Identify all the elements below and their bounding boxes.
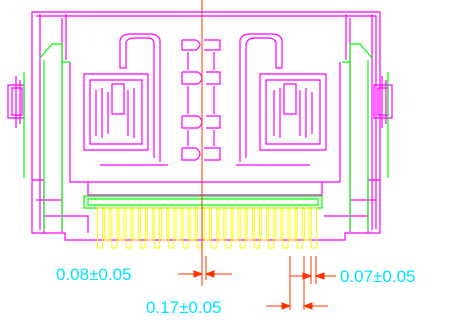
dimension-label-pin-gap: 0.07±0.05 <box>340 267 416 286</box>
solder-pin <box>303 207 310 241</box>
solder-pin <box>125 207 132 249</box>
solder-pin <box>246 207 253 241</box>
solder-pin <box>139 207 146 249</box>
solder-pin <box>168 207 175 249</box>
solder-pin <box>218 207 225 241</box>
solder-pin <box>239 207 246 249</box>
shell-detail <box>23 43 389 230</box>
solder-pin <box>104 207 111 241</box>
solder-pin <box>261 207 268 241</box>
solder-pin <box>296 207 303 249</box>
solder-pin <box>211 207 218 249</box>
solder-pin <box>118 207 125 241</box>
solder-pin <box>225 207 232 249</box>
dimension-label-pin-width: 0.17±0.05 <box>146 298 222 317</box>
solder-pin <box>146 207 153 241</box>
solder-pin <box>268 207 275 249</box>
solder-pin <box>189 207 196 241</box>
solder-pin <box>253 207 260 249</box>
solder-pin <box>282 207 289 249</box>
solder-pin <box>289 207 296 241</box>
solder-pin <box>154 207 161 249</box>
housing-outline <box>7 11 393 241</box>
solder-pin <box>311 207 317 249</box>
solder-pin <box>161 207 168 241</box>
solder-pin <box>111 207 118 249</box>
solder-pin <box>182 207 189 249</box>
solder-pin <box>204 207 210 241</box>
solder-pin <box>175 207 182 241</box>
solder-pin <box>275 207 282 241</box>
dimension-label-pin-offset: 0.08±0.05 <box>56 265 132 284</box>
solder-pin <box>232 207 239 241</box>
solder-pin <box>97 207 103 249</box>
dimension-lines <box>178 256 336 310</box>
solder-pins <box>97 207 317 249</box>
solder-pin <box>132 207 139 241</box>
